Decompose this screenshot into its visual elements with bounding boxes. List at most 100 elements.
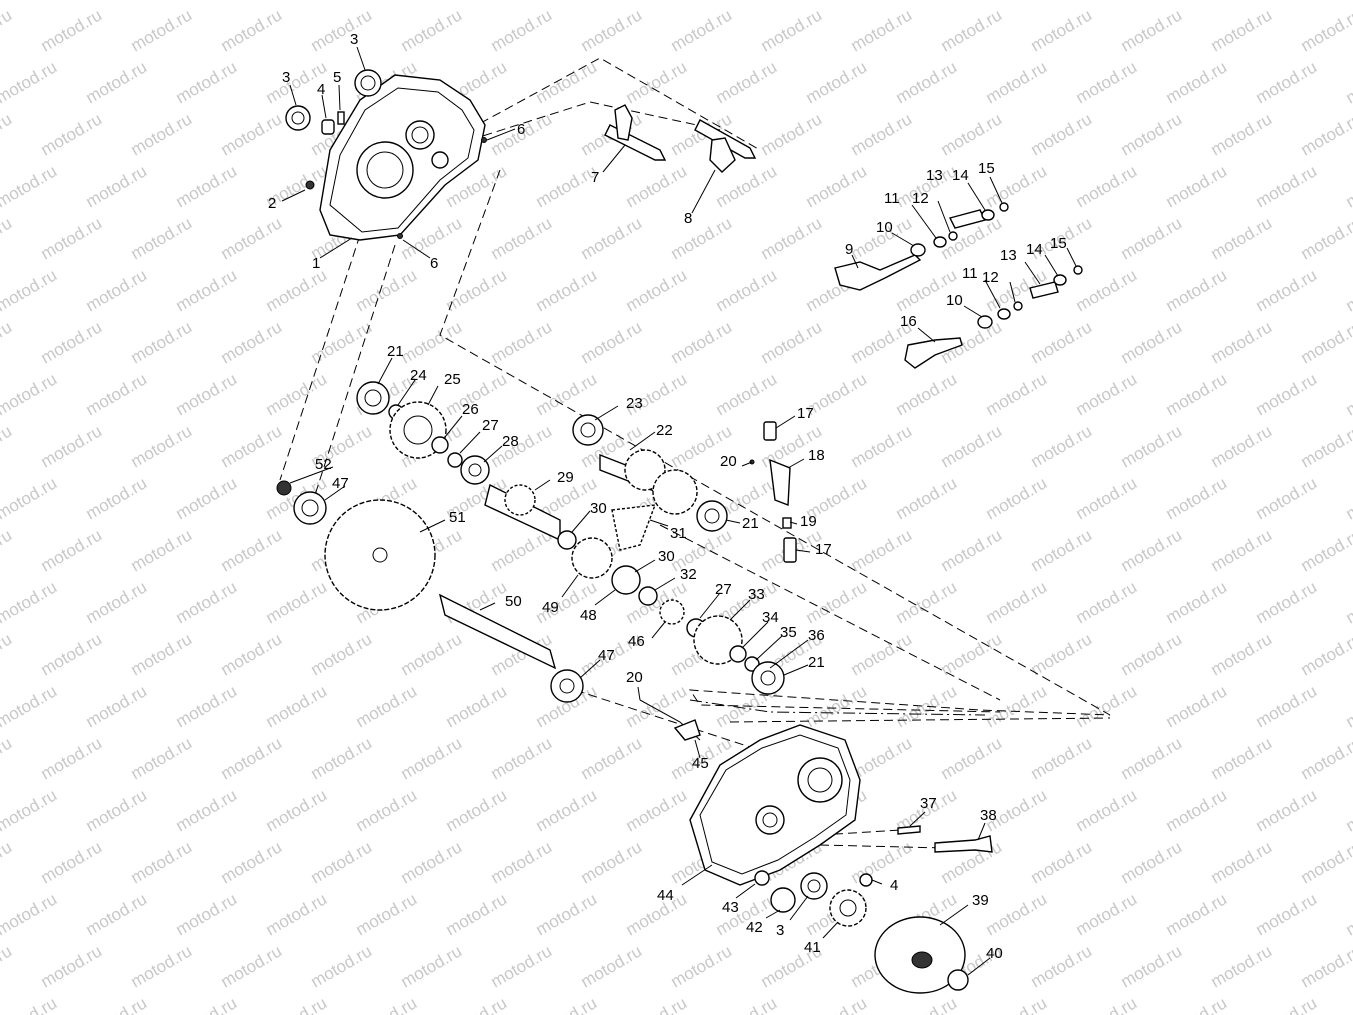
watermark-text: motod.ru — [1163, 369, 1231, 419]
watermark-text: motod.ru — [1208, 213, 1276, 263]
watermark-text: motod.ru — [443, 0, 511, 3]
watermark-text: motod.ru — [1208, 525, 1276, 575]
watermark-text: motod.ru — [83, 265, 151, 315]
callout-14: 14 — [1026, 241, 1043, 258]
callout-27: 27 — [715, 581, 732, 598]
watermark-text: motod.ru — [1028, 941, 1096, 991]
watermark-text: motod.ru — [983, 681, 1051, 731]
callout-52: 52 — [315, 456, 332, 473]
watermark-text: motod.ru — [758, 213, 826, 263]
watermark-text: motod.ru — [623, 993, 691, 1015]
watermark-text: motod.ru — [0, 941, 15, 991]
watermark-text: motod.ru — [533, 265, 601, 315]
watermark-text: motod.ru — [218, 525, 286, 575]
watermark-text: motod.ru — [443, 889, 511, 939]
watermark-text: motod.ru — [0, 0, 60, 3]
watermark-text: motod.ru — [848, 525, 916, 575]
watermark-text: motod.ru — [578, 317, 646, 367]
watermark-text: motod.ru — [0, 577, 60, 627]
watermark-text: motod.ru — [353, 889, 421, 939]
watermark-text: motod.ru — [1343, 0, 1353, 3]
callout-4: 4 — [890, 877, 898, 894]
watermark-text: motod.ru — [83, 577, 151, 627]
watermark-text: motod.ru — [983, 577, 1051, 627]
watermark-text: motod.ru — [1343, 57, 1353, 107]
watermark-text: motod.ru — [803, 161, 871, 211]
watermark-text: motod.ru — [1073, 473, 1141, 523]
watermark-text: motod.ru — [938, 733, 1006, 783]
watermark-text: motod.ru — [1253, 577, 1321, 627]
callout-43: 43 — [722, 899, 739, 916]
watermark-text: motod.ru — [1118, 837, 1186, 887]
watermark-text: motod.ru — [488, 213, 556, 263]
watermark-text: motod.ru — [173, 161, 241, 211]
watermark-text: motod.ru — [83, 473, 151, 523]
watermark-text: motod.ru — [983, 993, 1051, 1015]
watermark-text: motod.ru — [0, 109, 15, 159]
watermark-text: motod.ru — [578, 837, 646, 887]
watermark-text: motod.ru — [1118, 421, 1186, 471]
callout-9: 9 — [845, 241, 853, 258]
watermark-text: motod.ru — [1028, 525, 1096, 575]
watermark-text: motod.ru — [398, 941, 466, 991]
watermark-text: motod.ru — [938, 5, 1006, 55]
watermark-text: motod.ru — [1163, 577, 1231, 627]
watermark-text: motod.ru — [1163, 161, 1231, 211]
watermark-text: motod.ru — [533, 993, 601, 1015]
callout-18: 18 — [808, 447, 825, 464]
watermark-text: motod.ru — [1298, 213, 1353, 263]
watermark-text: motod.ru — [488, 941, 556, 991]
watermark-text: motod.ru — [893, 0, 961, 3]
watermark-text: motod.ru — [713, 0, 781, 3]
watermark-text: motod.ru — [308, 317, 376, 367]
watermark-text: motod.ru — [1253, 0, 1321, 3]
callout-3: 3 — [282, 69, 290, 86]
watermark-text: motod.ru — [218, 5, 286, 55]
watermark-text: motod.ru — [1028, 629, 1096, 679]
watermark-text: motod.ru — [1073, 889, 1141, 939]
watermark-text: motod.ru — [1298, 941, 1353, 991]
watermark-text: motod.ru — [128, 525, 196, 575]
watermark-text: motod.ru — [1073, 0, 1141, 3]
watermark-text: motod.ru — [0, 993, 60, 1015]
watermark-text: motod.ru — [893, 473, 961, 523]
watermark-text: motod.ru — [1028, 109, 1096, 159]
watermark-text: motod.ru — [0, 681, 60, 731]
watermark-text: motod.ru — [983, 889, 1051, 939]
callout-7: 7 — [591, 169, 599, 186]
watermark-text: motod.ru — [443, 265, 511, 315]
watermark-text: motod.ru — [623, 681, 691, 731]
leader-lines — [281, 46, 1077, 976]
watermark-text: motod.ru — [398, 629, 466, 679]
watermark-text: motod.ru — [263, 993, 331, 1015]
watermark-text: motod.ru — [1208, 837, 1276, 887]
watermark-text: motod.ru — [1343, 577, 1353, 627]
watermark-text: motod.ru — [848, 421, 916, 471]
shift-forks — [604, 104, 757, 173]
watermark-text: motod.ru — [1343, 473, 1353, 523]
watermark-text: motod.ru — [803, 57, 871, 107]
watermark-text: motod.ru — [1298, 5, 1353, 55]
watermark-text: motod.ru — [398, 317, 466, 367]
watermark-text: motod.ru — [1118, 941, 1186, 991]
watermark-text: motod.ru — [128, 5, 196, 55]
watermark-text: motod.ru — [0, 317, 15, 367]
watermark-text: motod.ru — [173, 57, 241, 107]
watermark-text: motod.ru — [1208, 5, 1276, 55]
watermark-text: motod.ru — [353, 993, 421, 1015]
watermark-text: motod.ru — [1298, 837, 1353, 887]
watermark-text: motod.ru — [308, 5, 376, 55]
watermark-text: motod.ru — [218, 837, 286, 887]
top-left-small-parts — [285, 69, 487, 239]
watermark-text: motod.ru — [38, 837, 106, 887]
watermark-text: motod.ru — [1163, 785, 1231, 835]
watermark-text: motod.ru — [128, 421, 196, 471]
callout-10: 10 — [876, 219, 893, 236]
callout-41: 41 — [804, 939, 821, 956]
watermark-text: motod.ru — [1253, 265, 1321, 315]
callout-26: 26 — [462, 401, 479, 418]
watermark-text: motod.ru — [218, 941, 286, 991]
callout-49: 49 — [542, 599, 559, 616]
callout-42: 42 — [746, 919, 763, 936]
